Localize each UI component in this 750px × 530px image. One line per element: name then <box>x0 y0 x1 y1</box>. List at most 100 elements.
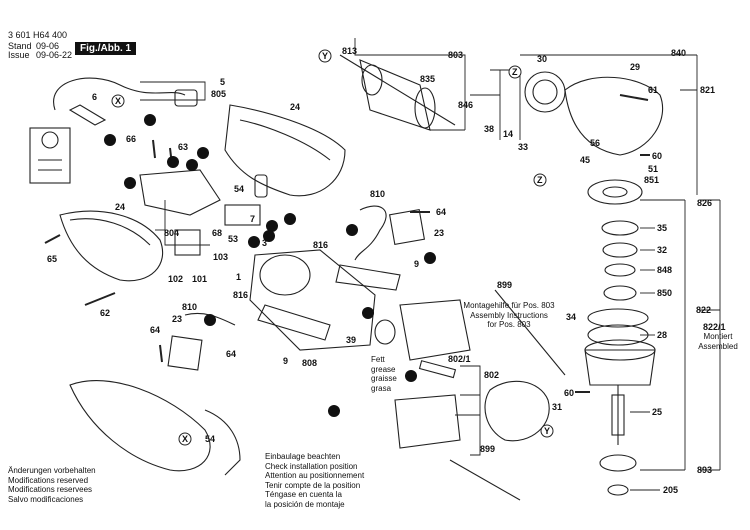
callout-d1: D <box>284 213 296 225</box>
pn-803: 803 <box>448 50 463 60</box>
pn-61: 61 <box>648 85 658 95</box>
screw-65 <box>44 234 61 244</box>
pn-899-lower: 899 <box>480 444 495 454</box>
pn-802-1: 802/1 <box>448 354 471 364</box>
callout-h2: H <box>266 220 278 232</box>
pn-810-right: 810 <box>370 189 385 199</box>
svg-text:H: H <box>269 221 276 231</box>
svg-text:G: G <box>189 160 196 170</box>
pn-24-left: 24 <box>115 202 125 212</box>
callout-z2: Z <box>533 173 547 187</box>
svg-text:X: X <box>182 434 188 444</box>
pn-54: 54 <box>234 184 244 194</box>
svg-text:X: X <box>115 96 121 106</box>
stand-label: Stand <box>8 41 32 51</box>
pn-101: 101 <box>192 274 207 284</box>
assembly-aid-note: Montagehilfe für Pos. 803 Assembly Instr… <box>463 301 555 329</box>
pn-899-upper: 899 <box>497 280 512 290</box>
pn-64-left: 64 <box>150 325 160 335</box>
washer-32 <box>602 242 638 258</box>
crown-gear <box>587 179 643 205</box>
pn-64-mid: 64 <box>226 349 236 359</box>
pn-850: 850 <box>657 288 672 298</box>
callout-x2: X <box>178 432 192 446</box>
pn-816-right: 816 <box>313 240 328 250</box>
svg-text:F: F <box>408 371 414 381</box>
callout-e2: E <box>362 307 374 319</box>
callout-a1: A <box>104 134 116 146</box>
bearing-35 <box>601 220 639 236</box>
power-cable <box>53 77 186 111</box>
screw-62 <box>84 292 116 306</box>
pn-64-right: 64 <box>436 207 446 217</box>
ring-848 <box>604 263 636 277</box>
callout-d2: D <box>424 252 436 264</box>
callout-y2: Y <box>540 424 554 438</box>
pn-5: 5 <box>220 77 225 87</box>
pn-813: 813 <box>342 46 357 56</box>
svg-text:F: F <box>349 225 355 235</box>
lever-101 <box>174 229 201 256</box>
pn-60-upper: 60 <box>652 151 662 161</box>
svg-text:Y: Y <box>544 426 550 436</box>
screw-64-left <box>159 344 163 363</box>
pn-9-left: 9 <box>283 356 288 366</box>
pn-24-top: 24 <box>290 102 300 112</box>
pn-31: 31 <box>552 402 562 412</box>
pn-30: 30 <box>537 54 547 64</box>
callout-h1: H <box>197 147 209 159</box>
motor-housing <box>249 249 376 351</box>
pn-14: 14 <box>503 129 513 139</box>
pn-63: 63 <box>178 142 188 152</box>
clamp-nut <box>599 454 637 472</box>
callout-c1: C <box>248 236 260 248</box>
pn-65: 65 <box>47 254 57 264</box>
pn-1: 1 <box>236 272 241 282</box>
svg-text:G: G <box>266 231 273 241</box>
pn-33: 33 <box>518 142 528 152</box>
svg-text:A: A <box>107 135 114 145</box>
svg-text:A: A <box>127 178 134 188</box>
cable-810 <box>354 205 387 261</box>
pn-802: 802 <box>484 370 499 380</box>
pn-56: 56 <box>590 138 600 148</box>
pn-28: 28 <box>657 330 667 340</box>
pn-34: 34 <box>566 312 576 322</box>
stand-value: 09-06 <box>36 41 60 51</box>
svg-text:D: D <box>427 253 434 263</box>
spring-34 <box>587 308 649 328</box>
pn-29: 29 <box>630 62 640 72</box>
handle-bottom <box>69 380 211 472</box>
insulation-9-upper <box>335 264 401 291</box>
callout-x1: X <box>111 94 125 108</box>
svg-text:H: H <box>200 148 207 158</box>
issue-label: Issue <box>8 50 30 60</box>
svg-text:E: E <box>365 308 371 318</box>
pn-893: 893 <box>697 465 712 475</box>
screw-899-upper <box>494 289 566 376</box>
insulation-9-lower <box>257 304 331 341</box>
wiring-schematic <box>29 127 71 184</box>
callout-g1: G <box>186 159 198 171</box>
pn-821: 821 <box>700 85 715 95</box>
switch-module <box>224 204 261 226</box>
assembled-note: Montiert Assembled <box>698 332 738 351</box>
bearing-flange <box>584 349 656 386</box>
pn-35: 35 <box>657 223 667 233</box>
pn-51: 51 <box>648 164 658 174</box>
screw-899-lower <box>449 459 521 501</box>
pn-840: 840 <box>671 48 686 58</box>
svg-text:D: D <box>287 214 294 224</box>
gear-housing <box>564 76 664 156</box>
svg-text:C: C <box>331 406 338 416</box>
field-coil-upper <box>399 299 471 361</box>
flange-205 <box>607 484 629 496</box>
callout-g2: G <box>263 230 275 242</box>
cable-sleeve <box>68 104 107 126</box>
svg-text:C: C <box>251 237 258 247</box>
svg-text:B: B <box>147 115 154 125</box>
strip-802-1 <box>418 360 457 379</box>
switch-assembly <box>139 169 221 216</box>
pn-3: 3 <box>262 238 267 248</box>
